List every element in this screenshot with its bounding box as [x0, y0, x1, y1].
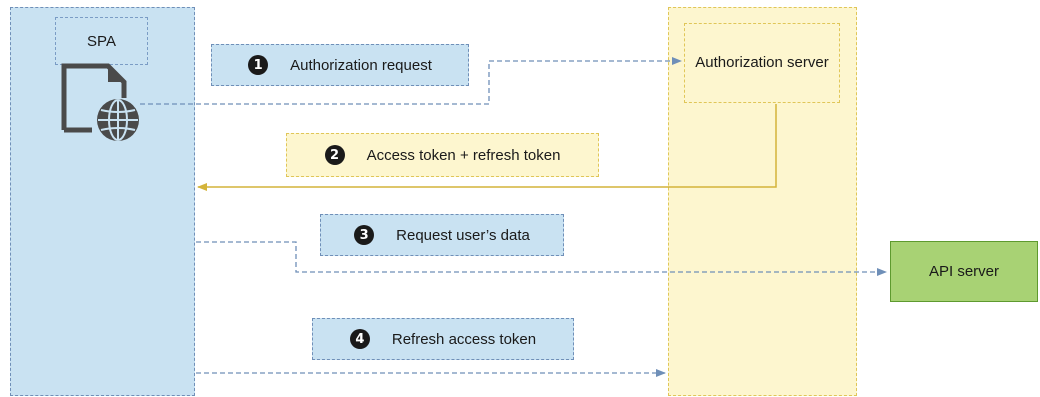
- web-document-globe-icon: [61, 63, 139, 141]
- step-label: Request user’s data: [396, 226, 530, 244]
- step-number-badge: 4: [349, 329, 370, 349]
- arrow-authorization-request: [140, 57, 682, 105]
- step-label: Authorization request: [290, 56, 432, 74]
- api-server-box: API server: [890, 241, 1038, 302]
- step-label: Refresh access token: [391, 330, 537, 348]
- step-request-user-data: 3 Request user’s data: [320, 214, 564, 256]
- step-number-badge: 1: [248, 55, 269, 75]
- step-access-token-refresh-token: 2 Access token + refresh token: [286, 133, 599, 177]
- step-refresh-access-token: 4 Refresh access token: [312, 318, 574, 360]
- step-authorization-request: 1 Authorization request: [211, 44, 469, 86]
- authorization-server-label: Authorization server: [684, 23, 840, 103]
- spa-label: SPA: [55, 17, 148, 65]
- arrow-request-user-data: [196, 241, 887, 276]
- step-label: Access token + refresh token: [366, 146, 561, 164]
- spa-container: [10, 7, 195, 396]
- step-number-badge: 3: [354, 225, 375, 245]
- arrow-access-token-response: [197, 104, 777, 191]
- step-number-badge: 2: [324, 145, 345, 165]
